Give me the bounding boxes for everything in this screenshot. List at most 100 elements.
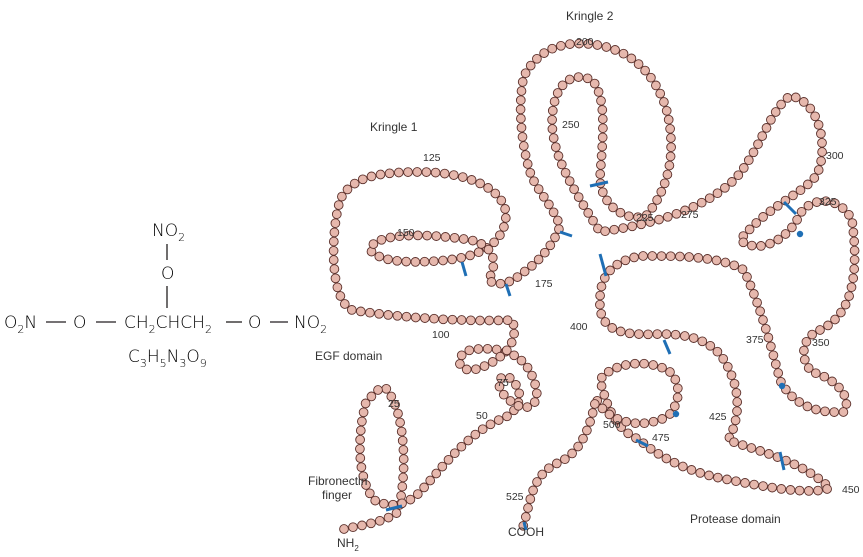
residue-bead bbox=[519, 266, 530, 277]
disulfide-bond bbox=[778, 451, 786, 471]
residue-bead bbox=[626, 53, 637, 64]
residue-bead bbox=[615, 326, 626, 337]
residue-number-500: 500 bbox=[603, 419, 621, 431]
residue-bead bbox=[597, 403, 608, 414]
domain-label-egf: EGF domain bbox=[315, 349, 382, 363]
residue-bead bbox=[797, 463, 808, 474]
residue-bead bbox=[357, 520, 367, 531]
residue-bead bbox=[328, 236, 339, 247]
residue-bead bbox=[349, 178, 360, 189]
residue-bead bbox=[461, 364, 472, 375]
residue-bead bbox=[624, 328, 635, 339]
residue-bead bbox=[573, 192, 584, 202]
residue-bead bbox=[773, 234, 784, 245]
residue-bead bbox=[412, 489, 423, 499]
residue-bead bbox=[810, 111, 820, 122]
residue-bead bbox=[768, 350, 779, 361]
residue-bead bbox=[827, 376, 837, 387]
residue-bead bbox=[401, 311, 412, 322]
residue-number-300: 300 bbox=[826, 150, 844, 162]
residue-bead bbox=[841, 399, 852, 409]
residue-bead bbox=[623, 428, 633, 439]
residue-bead bbox=[848, 273, 859, 284]
residue-bead bbox=[646, 72, 656, 83]
residue-bead bbox=[663, 114, 674, 125]
residue-bead bbox=[335, 291, 346, 301]
residue-bead bbox=[634, 329, 644, 339]
residue-number-125: 125 bbox=[423, 152, 441, 164]
residue-bead bbox=[328, 255, 339, 265]
residue-bead bbox=[397, 481, 408, 492]
residue-bead bbox=[794, 397, 805, 407]
residue-bead bbox=[656, 186, 667, 197]
residue-bead bbox=[552, 88, 563, 98]
residue-bead bbox=[528, 485, 538, 496]
residue-bead bbox=[509, 350, 519, 361]
disulfide-bond bbox=[385, 504, 403, 512]
residue-bead bbox=[550, 142, 561, 152]
residue-bead bbox=[470, 429, 481, 440]
residue-bead bbox=[597, 187, 608, 198]
residue-bead bbox=[529, 176, 539, 187]
residue-bead bbox=[516, 122, 527, 133]
residue-bead bbox=[525, 60, 536, 71]
residue-bead bbox=[361, 480, 371, 490]
residue-number-225: 225 bbox=[636, 212, 654, 224]
residue-bead bbox=[648, 360, 659, 370]
residue-bead bbox=[629, 252, 639, 263]
ether-oxygen-left: O bbox=[73, 313, 86, 333]
residue-bead bbox=[439, 168, 450, 179]
c-terminus-label: COOH bbox=[508, 525, 544, 539]
residue-bead bbox=[430, 167, 441, 178]
residue-bead bbox=[738, 163, 749, 173]
residue-bead bbox=[731, 476, 741, 487]
residue-bead bbox=[374, 251, 385, 262]
residue-bead bbox=[429, 313, 439, 324]
residue-number-175: 175 bbox=[535, 278, 553, 290]
residue-bead bbox=[355, 453, 366, 463]
residue-bead bbox=[565, 39, 575, 49]
residue-bead bbox=[776, 99, 786, 110]
residue-bead bbox=[511, 379, 521, 390]
residue-bead bbox=[648, 416, 659, 427]
residue-bead bbox=[410, 257, 421, 267]
residue-bead bbox=[456, 315, 467, 325]
residue-bead bbox=[680, 205, 690, 216]
residue-number-75: 75 bbox=[497, 377, 509, 389]
residue-bead bbox=[805, 103, 816, 114]
residue-bead bbox=[385, 232, 396, 243]
residue-bead bbox=[393, 167, 404, 178]
residue-bead bbox=[799, 345, 809, 356]
residue-bead bbox=[500, 204, 510, 214]
residue-bead bbox=[339, 299, 350, 309]
residue-bead bbox=[517, 77, 528, 87]
residue-bead bbox=[764, 449, 774, 459]
residue-bead bbox=[479, 361, 490, 371]
residue-bead bbox=[413, 230, 423, 241]
residue-bead bbox=[356, 462, 367, 473]
residue-bead bbox=[466, 175, 477, 185]
residue-bead bbox=[666, 142, 676, 153]
residue-bead bbox=[398, 445, 409, 455]
residue-bead bbox=[537, 469, 548, 480]
residue-bead bbox=[342, 184, 353, 195]
residue-bead bbox=[339, 524, 349, 534]
residue-bead bbox=[447, 314, 458, 325]
residue-number-100: 100 bbox=[432, 329, 450, 341]
residue-bead bbox=[381, 383, 392, 394]
residue-bead bbox=[390, 399, 400, 410]
residue-bead bbox=[544, 463, 554, 474]
residue-bead bbox=[609, 224, 620, 235]
residue-bead bbox=[520, 512, 531, 522]
residue-bead bbox=[740, 478, 750, 488]
residue-bead bbox=[383, 512, 394, 523]
residue-bead bbox=[688, 201, 699, 212]
residue-bead bbox=[420, 313, 430, 323]
residue-bead bbox=[449, 232, 460, 243]
residue-bead bbox=[647, 202, 658, 213]
residue-bead bbox=[509, 328, 519, 339]
residue-bead bbox=[803, 363, 814, 373]
residue-bead bbox=[401, 256, 412, 267]
left-nitro-group: O2N bbox=[4, 313, 37, 336]
residue-bead bbox=[686, 465, 697, 475]
